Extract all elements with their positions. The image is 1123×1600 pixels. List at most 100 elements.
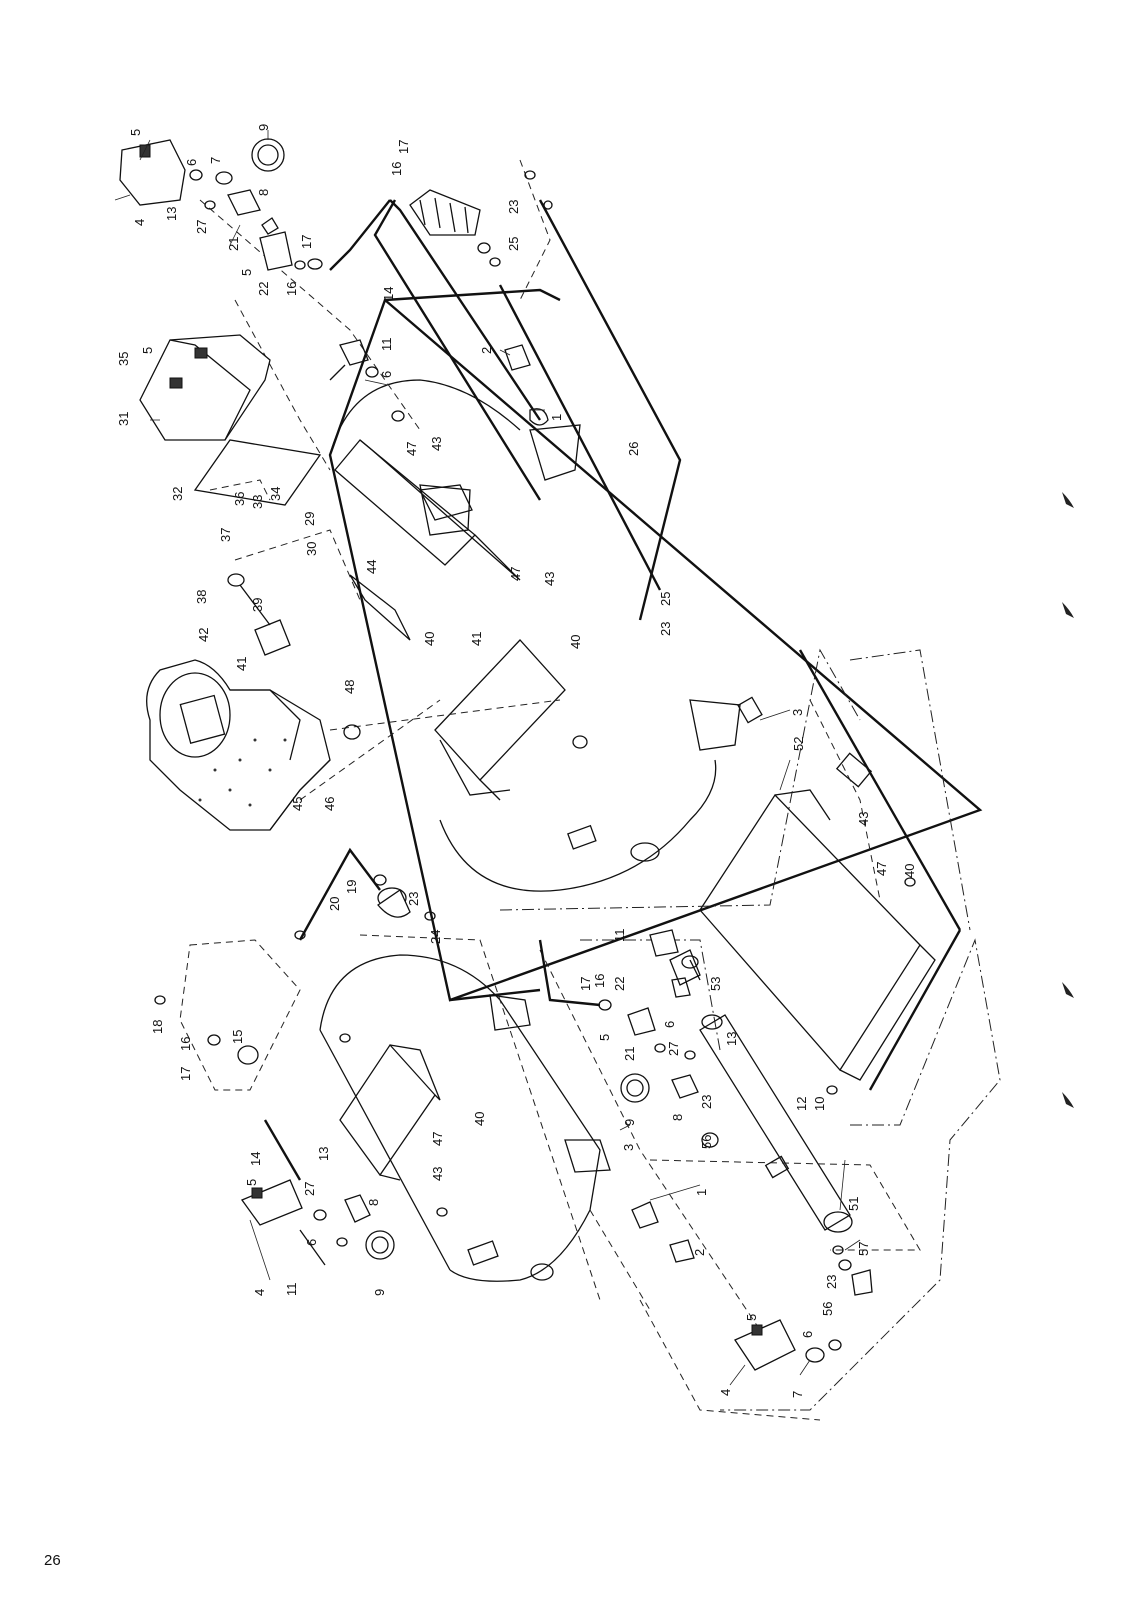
callout: 43 bbox=[856, 812, 871, 826]
callout: 13 bbox=[316, 1147, 331, 1161]
callout: 56 bbox=[820, 1302, 835, 1316]
callout: 12 bbox=[794, 1097, 809, 1111]
callout: 9 bbox=[622, 1119, 637, 1126]
callout: 11 bbox=[612, 929, 627, 943]
lower-tank-frame bbox=[339, 994, 611, 1181]
callout: 9 bbox=[256, 124, 271, 131]
callout: 13 bbox=[724, 1032, 739, 1046]
callout: 7 bbox=[208, 157, 223, 164]
callout: 6 bbox=[304, 1239, 319, 1246]
callout: 40 bbox=[422, 632, 437, 646]
upper-tank-feet bbox=[419, 424, 763, 751]
callout: 24 bbox=[428, 930, 443, 944]
callout: 18 bbox=[150, 1020, 165, 1034]
callout: 39 bbox=[250, 598, 265, 612]
binding-mark bbox=[1062, 1092, 1074, 1108]
callout: 31 bbox=[116, 412, 131, 426]
callout: 52 bbox=[791, 737, 806, 751]
callout: 6 bbox=[379, 371, 394, 378]
callout: 5 bbox=[244, 1179, 259, 1186]
callout: 37 bbox=[218, 528, 233, 542]
callout: 4 bbox=[252, 1289, 267, 1296]
binding-mark bbox=[1062, 982, 1074, 998]
callout: 6 bbox=[184, 159, 199, 166]
callout: 47 bbox=[404, 442, 419, 456]
callout: 17 bbox=[299, 235, 314, 249]
callout: 32 bbox=[170, 487, 185, 501]
tubing bbox=[263, 199, 962, 1181]
callout: 3 bbox=[621, 1144, 636, 1151]
callout: 5 bbox=[140, 347, 155, 354]
callout: 27 bbox=[194, 220, 209, 234]
compressor-motor bbox=[146, 659, 331, 831]
callout: 16 bbox=[284, 282, 299, 296]
callout: 16 bbox=[389, 162, 404, 176]
callout: 22 bbox=[256, 282, 271, 296]
callout: 15 bbox=[230, 1030, 245, 1044]
callout: 44 bbox=[364, 560, 379, 574]
callout: 10 bbox=[812, 1097, 827, 1111]
callout: 34 bbox=[268, 487, 283, 501]
callout: 41 bbox=[234, 657, 249, 671]
callout: 43 bbox=[430, 1167, 445, 1181]
unloader-valve-top bbox=[259, 217, 323, 271]
callout: 5 bbox=[597, 1034, 612, 1041]
callout: 23 bbox=[658, 622, 673, 636]
callout: 11 bbox=[379, 338, 394, 352]
callout: 1 bbox=[694, 1189, 709, 1196]
callout: 6 bbox=[662, 1021, 677, 1028]
callout: 27 bbox=[666, 1042, 681, 1056]
small-fittings bbox=[154, 339, 916, 1371]
callout: 47 bbox=[508, 567, 523, 581]
callout: 36 bbox=[232, 492, 247, 506]
callout: 23 bbox=[406, 892, 421, 906]
callout: 43 bbox=[542, 572, 557, 586]
callout: 56 bbox=[699, 1135, 714, 1149]
callout: 2 bbox=[479, 347, 494, 354]
binding-mark bbox=[1062, 492, 1074, 508]
callout: 48 bbox=[342, 680, 357, 694]
filter-regulator bbox=[409, 170, 553, 267]
leader-lines bbox=[114, 130, 861, 1386]
callout: 30 bbox=[304, 542, 319, 556]
upper-motor-frame bbox=[334, 439, 566, 801]
callout: 40 bbox=[472, 1112, 487, 1126]
callout: 53 bbox=[708, 977, 723, 991]
control-box bbox=[139, 334, 322, 506]
callout: 21 bbox=[622, 1047, 637, 1061]
binding-mark bbox=[1062, 602, 1074, 618]
base-plate bbox=[699, 752, 936, 1081]
pressure-switch-top bbox=[119, 138, 285, 216]
callout: 14 bbox=[248, 1152, 263, 1166]
callout: 33 bbox=[250, 495, 265, 509]
callout: 4 bbox=[718, 1389, 733, 1396]
callout: 23 bbox=[824, 1275, 839, 1289]
callout: 11 bbox=[284, 1283, 299, 1297]
callout: 19 bbox=[344, 880, 359, 894]
callout: 26 bbox=[626, 442, 641, 456]
callout: 45 bbox=[290, 797, 305, 811]
callout: 40 bbox=[902, 864, 917, 878]
callout: 16 bbox=[592, 974, 607, 988]
callout: 23 bbox=[699, 1095, 714, 1109]
callout: 8 bbox=[366, 1199, 381, 1206]
callout: 9 bbox=[372, 1289, 387, 1296]
callout: 16 bbox=[178, 1037, 193, 1051]
callout: 27 bbox=[302, 1182, 317, 1196]
callout: 8 bbox=[256, 189, 271, 196]
callout: 43 bbox=[429, 437, 444, 451]
callout: 57 bbox=[856, 1242, 871, 1256]
assembly-outlines bbox=[179, 159, 1001, 1421]
callout: 41 bbox=[469, 632, 484, 646]
lower-air-tank bbox=[319, 954, 601, 1282]
callout: 17 bbox=[396, 140, 411, 154]
callout: 17 bbox=[578, 977, 593, 991]
callout: 35 bbox=[116, 352, 131, 366]
callout: 14 bbox=[381, 287, 396, 301]
callout: 25 bbox=[658, 592, 673, 606]
page-number: 26 bbox=[44, 1552, 61, 1569]
callout: 46 bbox=[322, 797, 337, 811]
callout: 38 bbox=[194, 590, 209, 604]
callout: 21 bbox=[226, 237, 241, 251]
